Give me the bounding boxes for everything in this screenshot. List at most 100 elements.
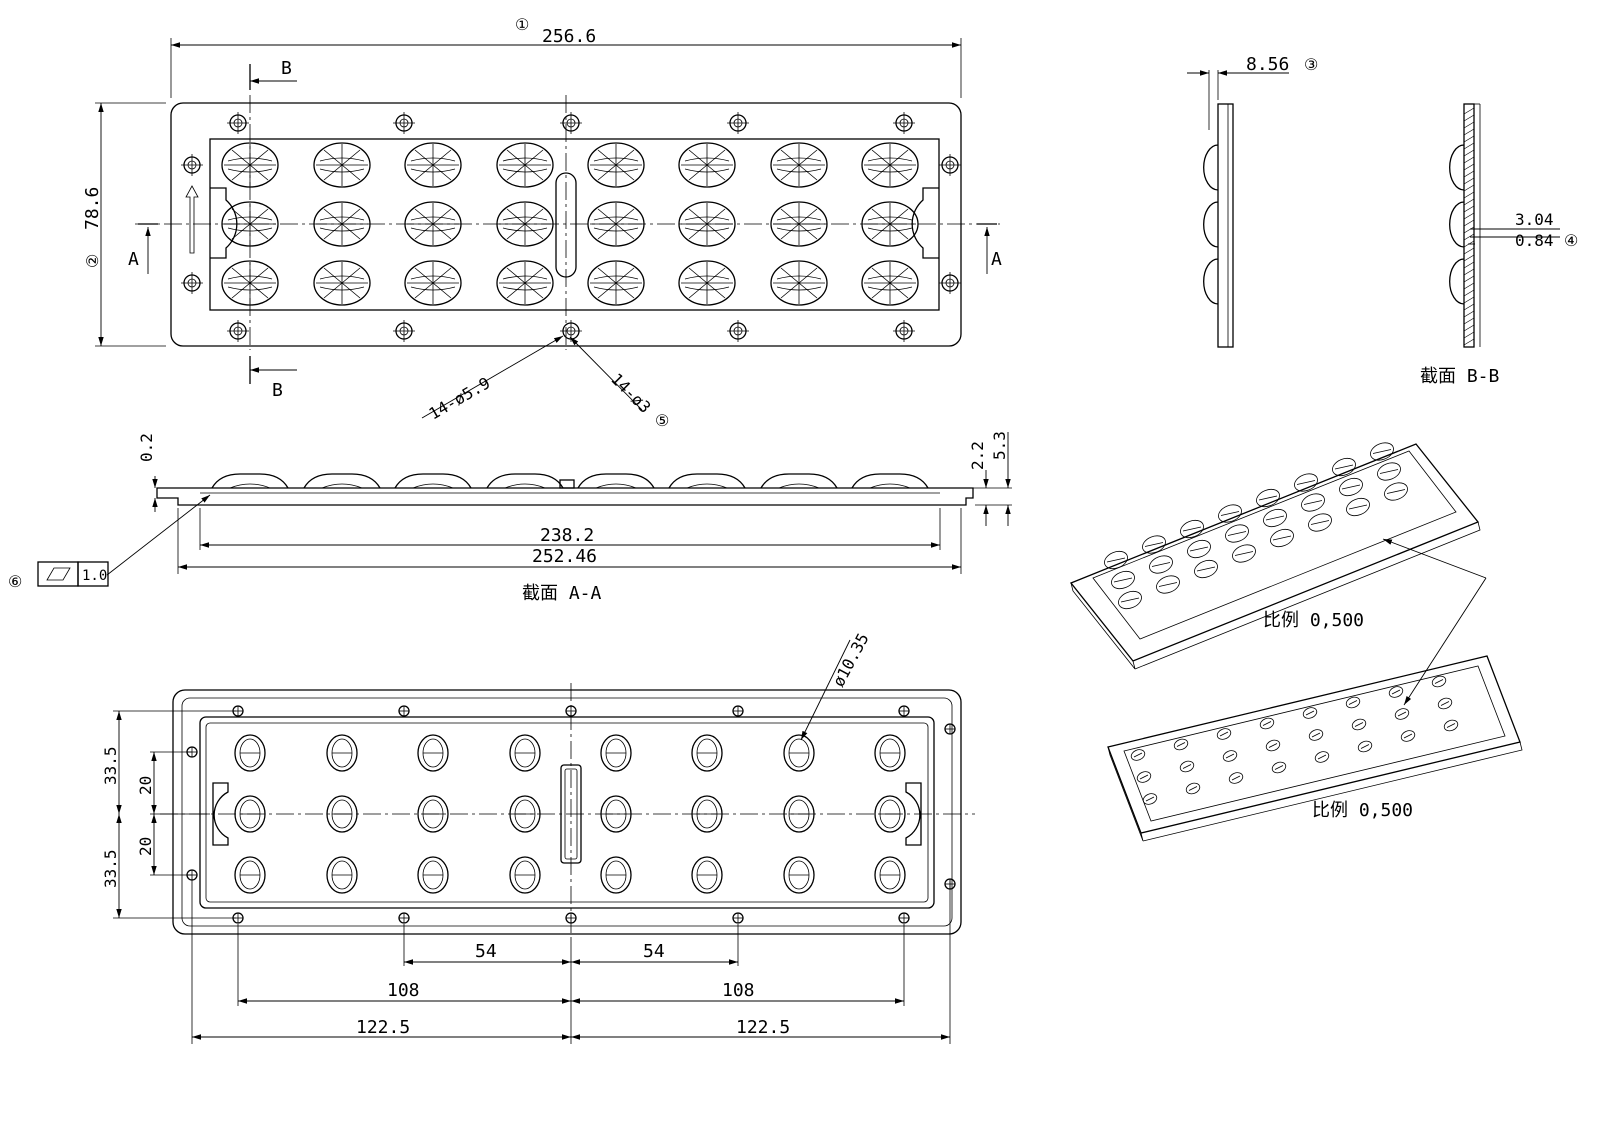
mount-hole (181, 154, 203, 176)
iso-lens-bottom (1130, 749, 1146, 761)
lens-bottom (417, 734, 449, 772)
mount-hole (727, 320, 749, 342)
hatch-line (1463, 177, 1475, 185)
section-b-top-label: B (281, 58, 292, 79)
lens-profile (577, 473, 655, 489)
lens-bottom (509, 734, 541, 772)
hatch-line (1463, 275, 1475, 283)
lens-bottom (234, 856, 266, 894)
mount-hole (560, 320, 582, 342)
section-aa-lens-profiles (211, 473, 929, 489)
hatch-line (1463, 338, 1475, 346)
hatch-line (1463, 289, 1475, 297)
hatch-line (1463, 121, 1475, 129)
lens (770, 142, 828, 188)
hatch-line (1463, 219, 1475, 227)
iso-lens (1225, 524, 1249, 543)
iso-lens-bottom (1259, 717, 1275, 730)
iso-lens (1104, 550, 1128, 570)
dim-aa-25246: 252.46 (532, 546, 597, 567)
lens (496, 260, 554, 306)
mount-hole (393, 112, 415, 134)
lens (770, 260, 828, 306)
dim-1225-right: 122.5 (736, 1017, 790, 1038)
lens-bottom (600, 795, 632, 833)
callout-2: ② (83, 254, 102, 268)
lens (678, 260, 736, 306)
mount-hole (227, 112, 249, 134)
mount-hole-bottom (944, 723, 956, 735)
dim-335-top: 33.5 (101, 746, 120, 785)
dim-overall-height: 78.6 (82, 187, 103, 230)
iso-lens (1118, 590, 1142, 610)
iso-lens (1180, 519, 1204, 539)
mount-hole (893, 112, 915, 134)
mount-hole (560, 112, 582, 134)
center-rib (559, 479, 575, 489)
isometric-bottom-view: 比例 0,500 (1107, 655, 1523, 842)
hole-label-large: 14-ø5.9 (426, 373, 494, 423)
iso-scale-1: 比例 0,500 (1263, 610, 1364, 631)
hatch-line (1463, 233, 1475, 241)
lens-bottom (234, 734, 266, 772)
iso-lens (1256, 488, 1280, 508)
lens (404, 142, 462, 188)
iso-lens (1377, 462, 1401, 481)
iso-lens-bottom (1185, 782, 1201, 795)
dim-335-bottom: 33.5 (101, 849, 120, 888)
dim-1225-left: 122.5 (356, 1017, 410, 1038)
section-a-right-label: A (991, 249, 1002, 270)
flatness-tolerance: 1.0 (82, 568, 107, 584)
hatch-line (1463, 170, 1475, 178)
hatch-line (1463, 247, 1475, 255)
iso-lens-bottom (1351, 718, 1367, 731)
side-view: 8.56 ③ (1187, 54, 1318, 348)
lens-profile (394, 473, 472, 489)
iso-lens-bottom (1136, 771, 1152, 783)
dim-54-right: 54 (643, 941, 665, 962)
hatch-line (1463, 296, 1475, 304)
iso-lens (1156, 575, 1180, 594)
iso-lens-bottom (1265, 739, 1281, 752)
lens-bottom (874, 856, 906, 894)
hatch-line (1463, 268, 1475, 276)
iso-lens (1332, 457, 1356, 477)
lens (404, 201, 462, 247)
dim-bb-084: 0.84 (1515, 231, 1554, 250)
iso-lens-bottom (1222, 750, 1238, 762)
iso-lens-bottom (1357, 740, 1373, 753)
lens-bottom (691, 795, 723, 833)
hatch-line (1463, 163, 1475, 171)
lens-profile (760, 473, 838, 489)
dim-20-bottom: 20 (136, 837, 155, 856)
iso-lens (1232, 544, 1256, 563)
lens-profile (851, 473, 929, 489)
top-view-mount-holes (181, 112, 961, 342)
mount-hole-bottom (898, 912, 910, 924)
iso-lens-bottom (1394, 708, 1410, 720)
hatch-line (1463, 254, 1475, 262)
iso-lens (1370, 442, 1394, 461)
isometric-top-view: 比例 0,500 (1069, 442, 1481, 670)
hole-label-small: 14-ø3 (607, 369, 654, 416)
mount-hole-bottom (398, 705, 410, 717)
top-view-lens-array (221, 142, 919, 306)
iso-lens-bottom (1142, 793, 1158, 805)
iso-lens-bottom (1345, 696, 1361, 709)
lens (496, 201, 554, 247)
hatch-line (1463, 317, 1475, 325)
iso-top-lenses (1104, 442, 1408, 610)
callout-3: ③ (1304, 55, 1318, 74)
dim-aa-22: 2.2 (968, 441, 987, 470)
iso-lens (1263, 508, 1287, 528)
hatch-line (1463, 261, 1475, 269)
lens-bottom (417, 856, 449, 894)
iso-bottom-lenses (1130, 675, 1459, 805)
lens-bottom (326, 734, 358, 772)
callout-1: ① (515, 15, 529, 34)
iso-lens-bottom (1443, 719, 1459, 732)
lens-bottom (600, 856, 632, 894)
lens (678, 142, 736, 188)
callout-5: ⑤ (655, 411, 669, 430)
hatch-line (1463, 191, 1475, 199)
